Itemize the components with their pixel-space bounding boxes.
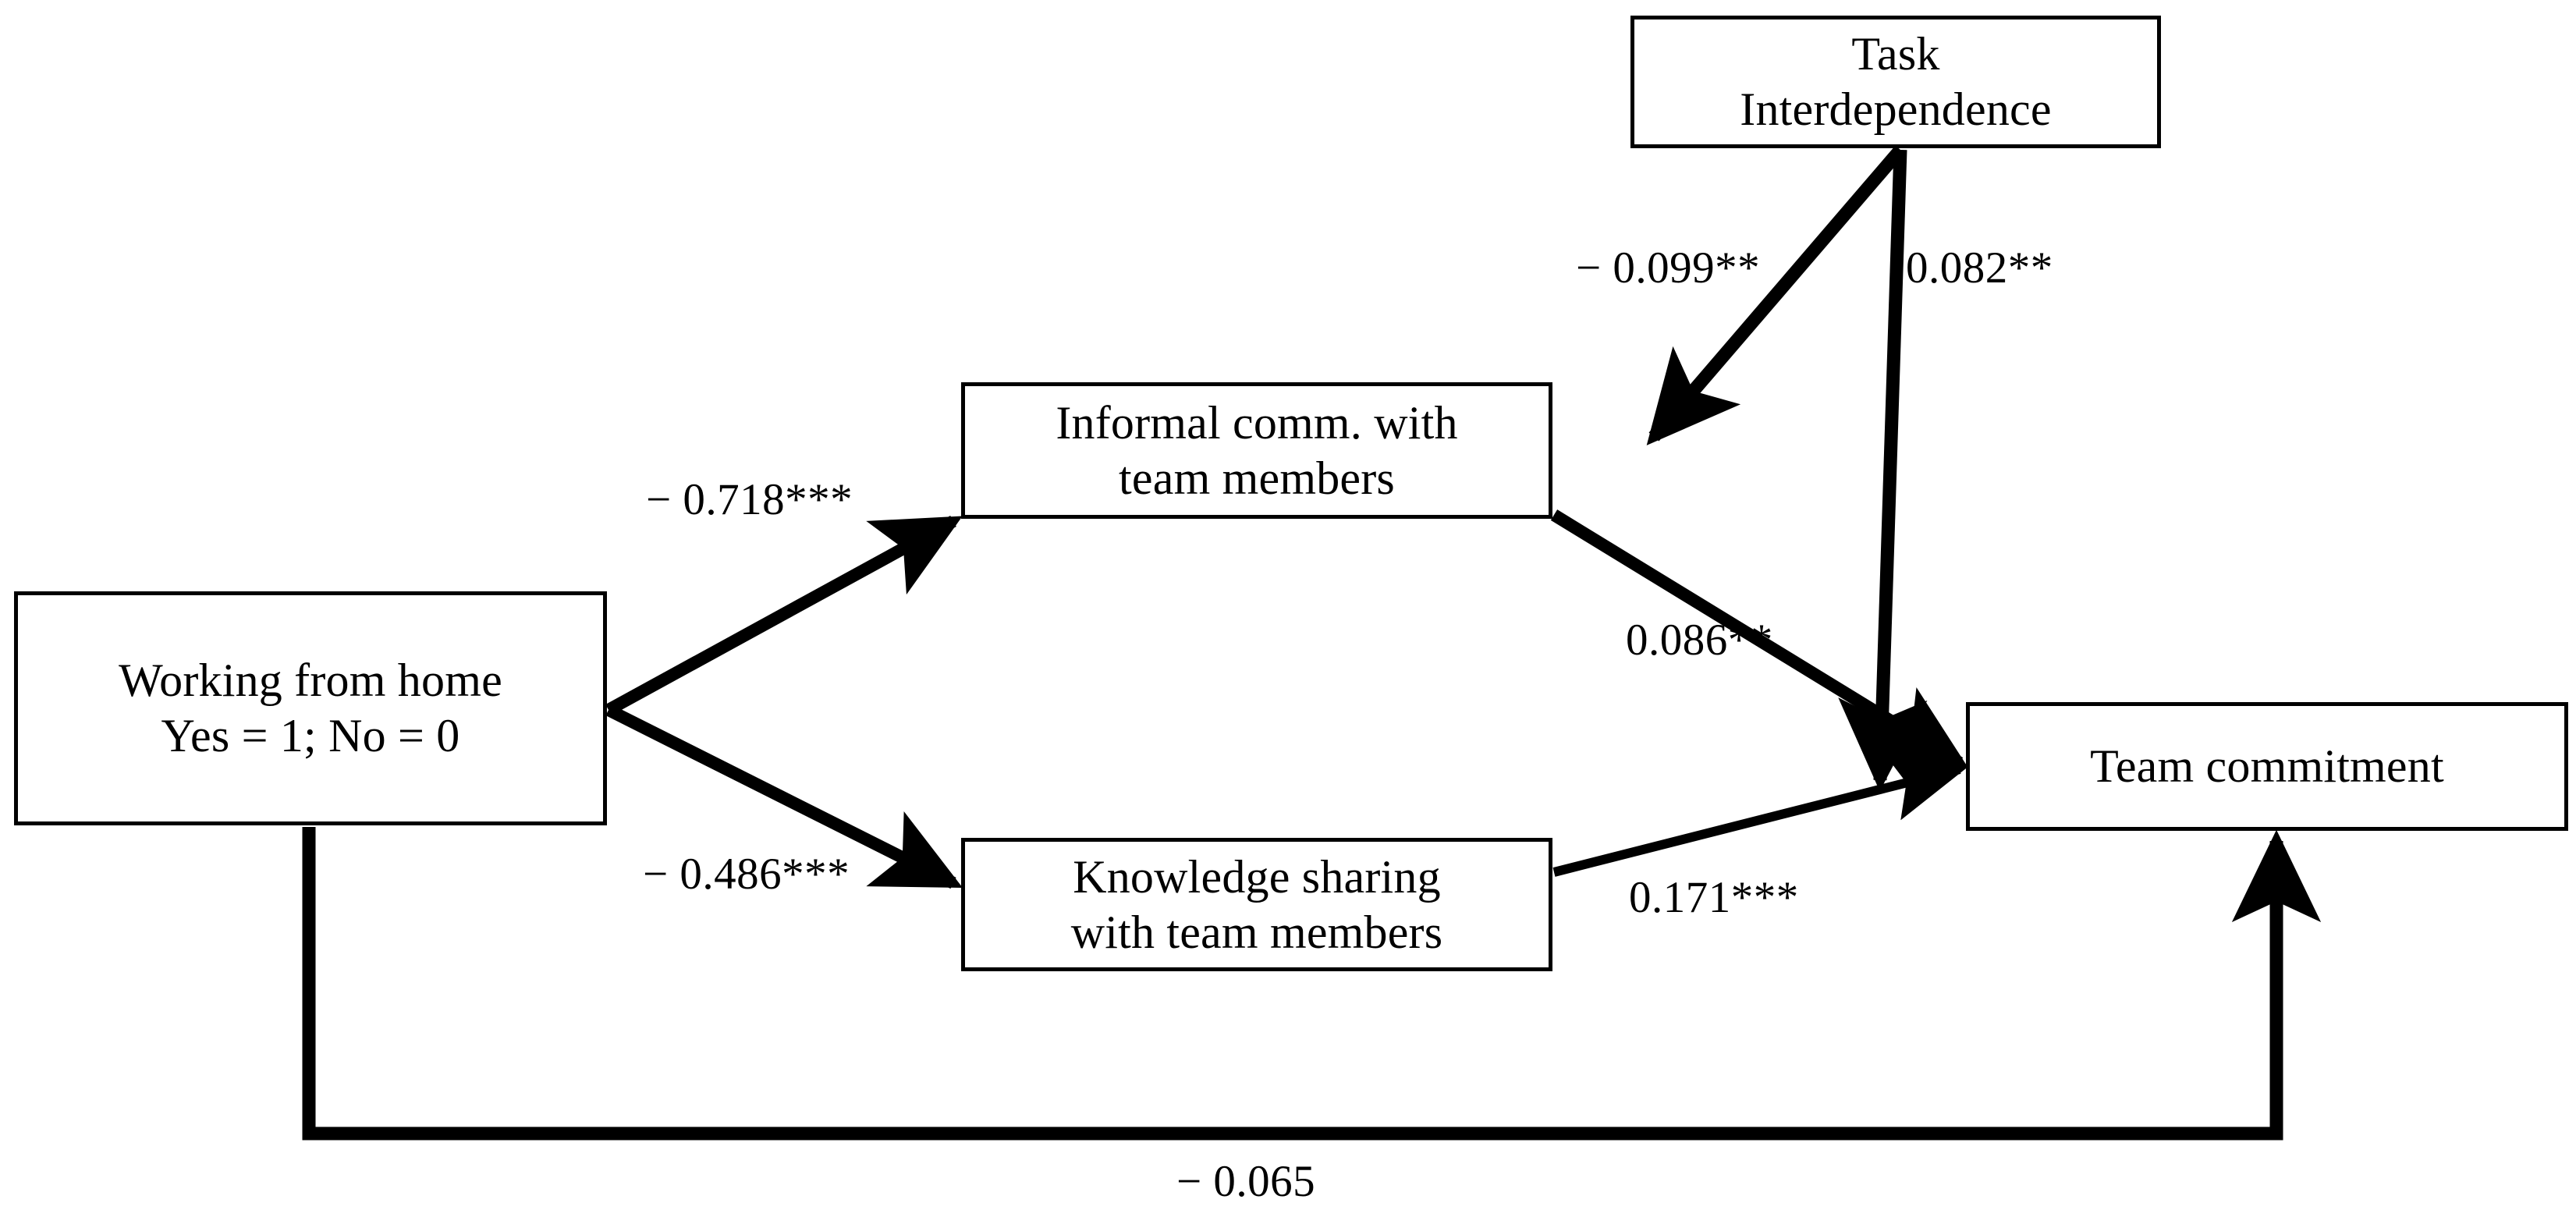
node-informal-communication[interactable]: Informal comm. with team members: [961, 382, 1552, 519]
edge-taskint-to-commitment: [1838, 149, 1928, 792]
node-task-interdependence[interactable]: Task Interdependence: [1630, 16, 2161, 148]
edge-wfh-to-commitment-direct: [302, 827, 2322, 1141]
edge-label-knowledge-to-commitment: 0.171***: [1629, 873, 1799, 922]
node-informal-communication-line2: team members: [1119, 452, 1395, 504]
edge-label-wfh-to-commitment-direct: − 0.065: [1176, 1157, 1316, 1206]
edge-wfh-to-knowledge: [605, 704, 963, 889]
edge-label-taskint-to-commitment: 0.082**: [1906, 243, 2053, 293]
edge-label-wfh-to-knowledge: − 0.486***: [643, 850, 850, 899]
node-knowledge-sharing-line1: Knowledge sharing: [1073, 850, 1441, 903]
node-working-from-home[interactable]: Working from home Yes = 1; No = 0: [14, 591, 607, 825]
node-knowledge-sharing-line2: with team members: [1070, 906, 1443, 958]
node-knowledge-sharing[interactable]: Knowledge sharing with team members: [961, 838, 1552, 971]
node-informal-communication-line1: Informal comm. with: [1056, 396, 1458, 449]
edge-wfh-to-informal: [605, 515, 963, 716]
edge-knowledge-to-commitment: [1552, 752, 1968, 877]
node-task-interdependence-line1: Task: [1851, 28, 1940, 80]
node-team-commitment[interactable]: Team commitment: [1966, 702, 2568, 831]
node-working-from-home-line2: Yes = 1; No = 0: [161, 710, 460, 761]
edge-label-wfh-to-informal: − 0.718***: [646, 475, 853, 524]
edge-label-taskint-moderation: − 0.099**: [1576, 243, 1761, 293]
edge-label-informal-to-commitment: 0.086**: [1626, 616, 1773, 665]
node-team-commitment-line1: Team commitment: [2090, 740, 2444, 793]
node-working-from-home-line1: Working from home: [119, 655, 502, 707]
node-task-interdependence-line2: Interdependence: [1740, 83, 2052, 135]
edge-taskint-moderation: [1646, 145, 1906, 445]
